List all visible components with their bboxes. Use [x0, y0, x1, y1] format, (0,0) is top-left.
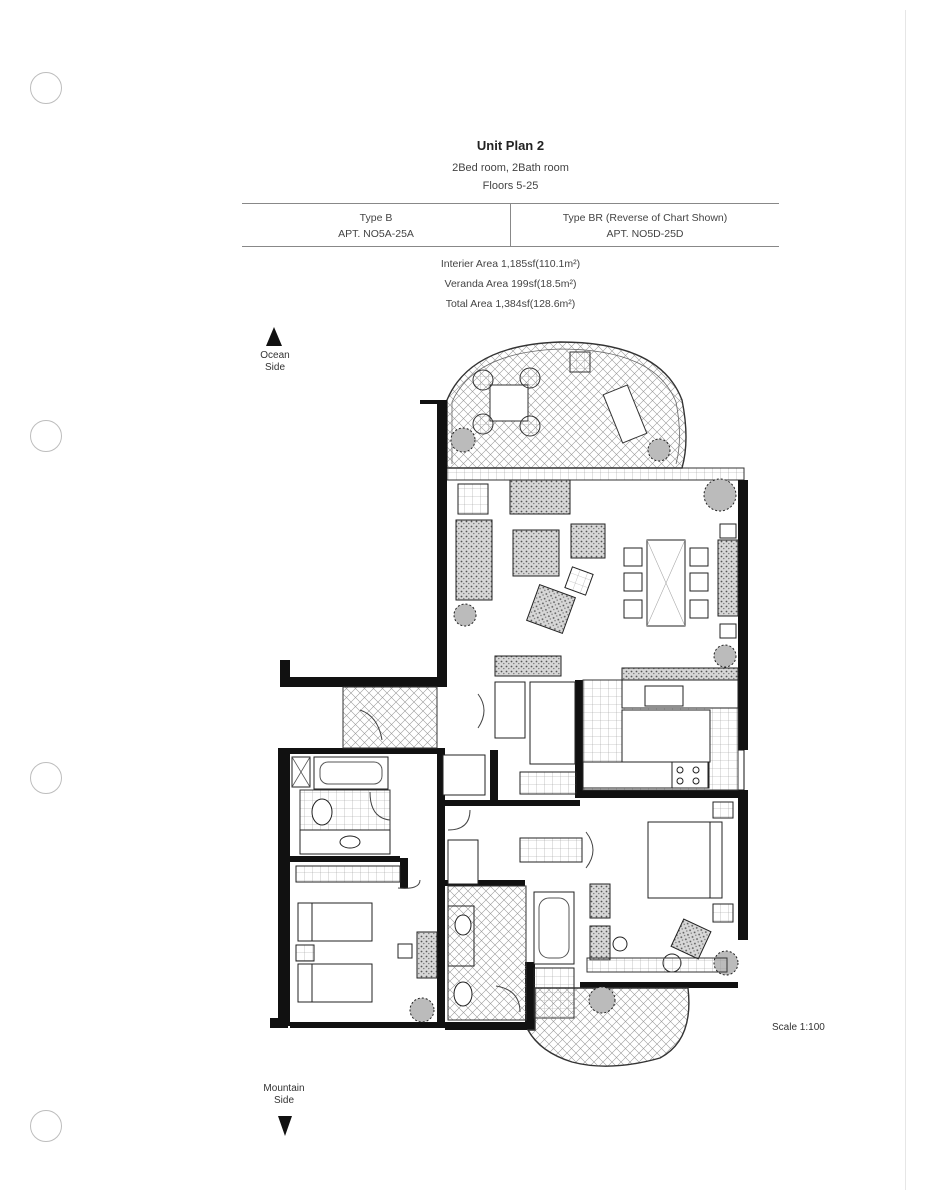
scale-label: Scale 1:100 — [772, 1022, 825, 1033]
patio-chair — [472, 413, 494, 435]
bedroom-window — [586, 957, 728, 973]
door-swing — [585, 831, 594, 869]
closet-shelves — [295, 865, 401, 883]
veranda-area: Veranda Area 199sf(18.5m²) — [444, 278, 577, 290]
area-summary: Interier Area 1,185sf(110.1m²) Veranda A… — [242, 254, 779, 314]
sofa — [455, 519, 493, 601]
kitchen-island — [621, 709, 711, 763]
desk-chair — [397, 943, 413, 959]
entry-door-swing — [359, 709, 383, 741]
wall-chair — [719, 523, 737, 539]
nightstand — [295, 944, 315, 962]
patio-lounger — [602, 384, 648, 444]
apt-number: APT. NO5D-25D — [606, 228, 684, 240]
patio-chair — [519, 367, 541, 389]
patio-chair — [472, 369, 494, 391]
coffee-table-rug — [512, 529, 560, 577]
side-table — [457, 483, 489, 515]
type-cell-b: Type B APT. NO5A-25A — [242, 204, 510, 246]
nightstand — [712, 801, 734, 819]
plant-icon — [588, 986, 616, 1014]
pantry — [494, 681, 526, 739]
plant-icon — [453, 603, 477, 627]
binder-hole-2 — [30, 420, 62, 452]
sink-icon — [644, 685, 684, 707]
sideboard — [717, 539, 739, 617]
total-area: Total Area 1,384sf(128.6m²) — [445, 298, 576, 310]
binder-hole-1 — [30, 72, 62, 104]
veranda-window — [446, 467, 745, 481]
nightstand — [712, 903, 734, 923]
patio-side-chair — [569, 351, 591, 373]
closet — [447, 839, 479, 885]
plant-icon — [647, 438, 671, 462]
type-table: Type B APT. NO5A-25A Type BR (Reverse of… — [242, 203, 779, 247]
door-swing — [397, 879, 421, 889]
master-closet-shelves — [519, 837, 583, 863]
door-swing — [447, 809, 471, 831]
apt-number: APT. NO5A-25A — [338, 228, 414, 240]
laundry — [442, 754, 486, 796]
patio-chair — [519, 415, 541, 437]
plant-icon — [450, 427, 476, 453]
type-name: Type BR (Reverse of Chart Shown) — [562, 212, 728, 224]
sofa-back — [509, 479, 571, 515]
fridge — [529, 681, 576, 765]
plan-header: Unit Plan 2 2Bed room, 2Bath room Floors… — [242, 138, 779, 192]
plan-title: Unit Plan 2 — [476, 138, 545, 153]
patio-table — [489, 384, 529, 422]
closet-shelves — [519, 771, 577, 795]
toilet-icon — [311, 798, 333, 826]
mountain-veranda — [526, 987, 690, 1067]
interior-area: Interier Area 1,185sf(110.1m²) — [440, 258, 581, 270]
sink-icon — [339, 835, 361, 849]
door-swing — [495, 985, 521, 1013]
door-swing — [477, 693, 485, 729]
armchair — [670, 918, 712, 960]
floor-range: Floors 5-25 — [482, 180, 539, 192]
plant-icon — [703, 478, 737, 512]
page-edge — [905, 10, 906, 1190]
room-count: 2Bed room, 2Bath room — [452, 162, 569, 174]
north-arrow-icon — [266, 327, 282, 346]
door-swing — [369, 791, 391, 821]
ocean-side-label: Ocean Side — [260, 350, 290, 373]
desk — [416, 931, 438, 979]
binder-hole-4 — [30, 1110, 62, 1142]
entry-foyer — [342, 686, 438, 749]
plant-icon — [409, 997, 435, 1023]
dresser — [589, 883, 611, 919]
ottoman — [564, 566, 594, 596]
dresser — [589, 925, 611, 961]
south-arrow-icon — [278, 1116, 292, 1136]
armchair — [526, 584, 576, 634]
mountain-side-label: Mountain Side — [263, 1083, 305, 1106]
exterior-walls — [270, 400, 748, 1030]
vanity-stool — [612, 936, 628, 952]
wall-chair — [719, 623, 737, 639]
sink-icon — [454, 914, 472, 936]
plant-icon — [713, 644, 737, 668]
armchair — [570, 523, 606, 559]
dining-chairs — [623, 547, 709, 619]
binder-hole-3 — [30, 762, 62, 794]
type-name: Type B — [359, 212, 393, 224]
kitchen-counter — [494, 655, 562, 677]
toilet-icon — [453, 981, 473, 1007]
cooktop — [671, 761, 709, 789]
type-cell-br: Type BR (Reverse of Chart Shown) APT. NO… — [510, 204, 779, 246]
